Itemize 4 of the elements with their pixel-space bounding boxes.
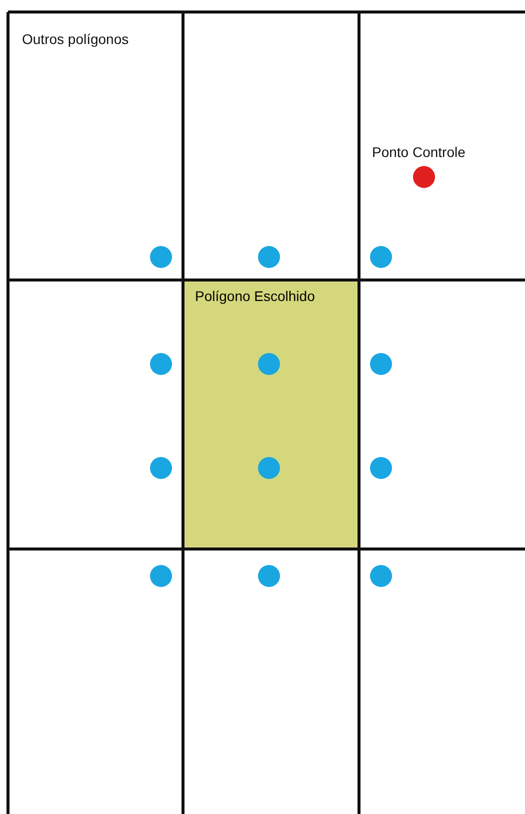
polygon-label: Ponto Controle	[372, 144, 466, 160]
polygon-label: Polígono Escolhido	[195, 288, 315, 304]
selected-polygon	[183, 280, 359, 549]
polygon-label: Outros polígonos	[22, 31, 129, 47]
